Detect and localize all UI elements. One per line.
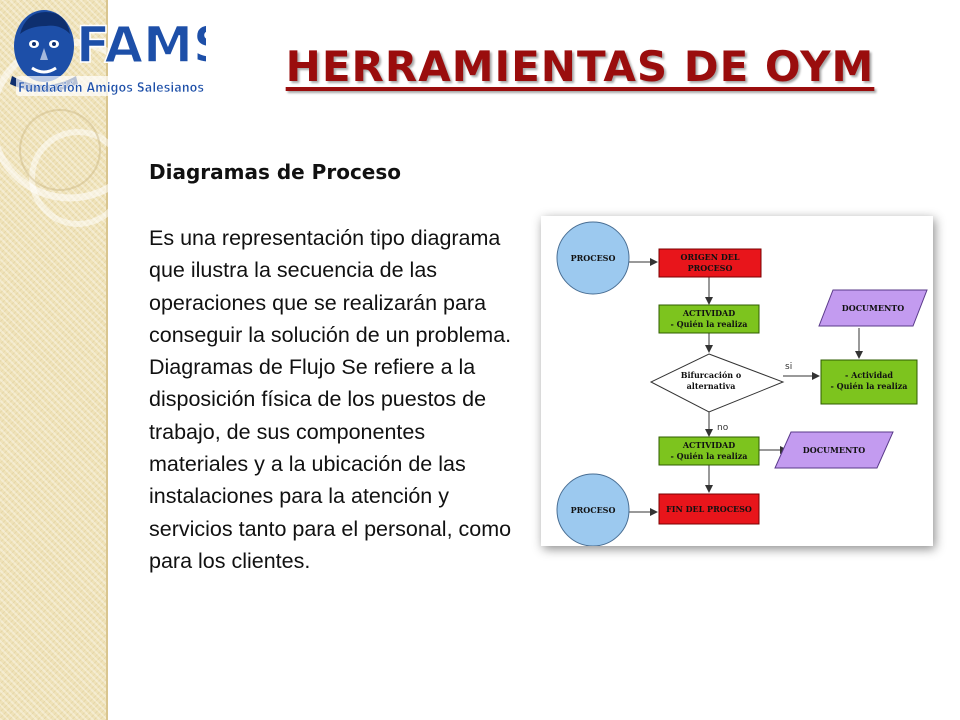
side-activity-box: - Actividad - Quién la realiza bbox=[820, 359, 918, 405]
start-process-node: PROCESO bbox=[556, 221, 630, 295]
activity-box-1: ACTIVIDAD - Quién la realiza bbox=[658, 304, 760, 334]
svg-text:alternativa: alternativa bbox=[687, 381, 736, 391]
svg-text:Bifurcación o: Bifurcación o bbox=[681, 370, 742, 380]
svg-text:- Actividad: - Actividad bbox=[845, 370, 893, 380]
fams-logo: FAMS Fundación Amigos Salesianos bbox=[10, 10, 206, 96]
svg-text:ORIGEN DEL: ORIGEN DEL bbox=[680, 252, 739, 262]
document-node-1: DOCUMENTO bbox=[818, 289, 928, 327]
logo-brand: FAMS bbox=[76, 16, 206, 74]
svg-text:PROCESO: PROCESO bbox=[571, 505, 616, 515]
logo-tagline: Fundación Amigos Salesianos bbox=[18, 80, 204, 96]
end-process-box: FIN DEL PROCESO bbox=[658, 493, 760, 525]
diagram-connectors bbox=[629, 258, 863, 516]
svg-text:- Quién la realiza: - Quién la realiza bbox=[671, 319, 748, 329]
svg-text:DOCUMENTO: DOCUMENTO bbox=[842, 303, 904, 313]
svg-text:FIN DEL PROCESO: FIN DEL PROCESO bbox=[666, 504, 752, 514]
svg-text:DOCUMENTO: DOCUMENTO bbox=[803, 445, 865, 455]
activity-box-2: ACTIVIDAD - Quién la realiza bbox=[658, 436, 760, 466]
origin-process-box: ORIGEN DEL PROCESO bbox=[658, 248, 762, 278]
yes-branch-label: si bbox=[785, 362, 792, 372]
body-paragraph: Es una representación tipo diagrama que … bbox=[149, 226, 512, 573]
decision-diamond: Bifurcación o alternativa bbox=[649, 353, 785, 413]
slide-title: HERRAMIENTAS DE OYM bbox=[285, 42, 875, 91]
portrait-icon bbox=[10, 10, 78, 92]
section-subtitle: Diagramas de Proceso bbox=[149, 160, 402, 184]
document-node-2: DOCUMENTO bbox=[774, 431, 894, 469]
svg-text:ACTIVIDAD: ACTIVIDAD bbox=[682, 308, 735, 318]
decorative-side-strip bbox=[0, 0, 108, 720]
no-branch-label: no bbox=[717, 423, 729, 433]
svg-text:ACTIVIDAD: ACTIVIDAD bbox=[682, 440, 735, 450]
svg-text:- Quién la realiza: - Quién la realiza bbox=[671, 451, 748, 461]
svg-text:PROCESO: PROCESO bbox=[688, 263, 733, 273]
svg-text:- Quién la realiza: - Quién la realiza bbox=[831, 381, 908, 391]
svg-text:PROCESO: PROCESO bbox=[571, 253, 616, 263]
end-process-node: PROCESO bbox=[556, 473, 630, 546]
process-diagram: PROCESO ORIGEN DEL PROCESO ACTIVIDAD - Q… bbox=[541, 216, 933, 546]
